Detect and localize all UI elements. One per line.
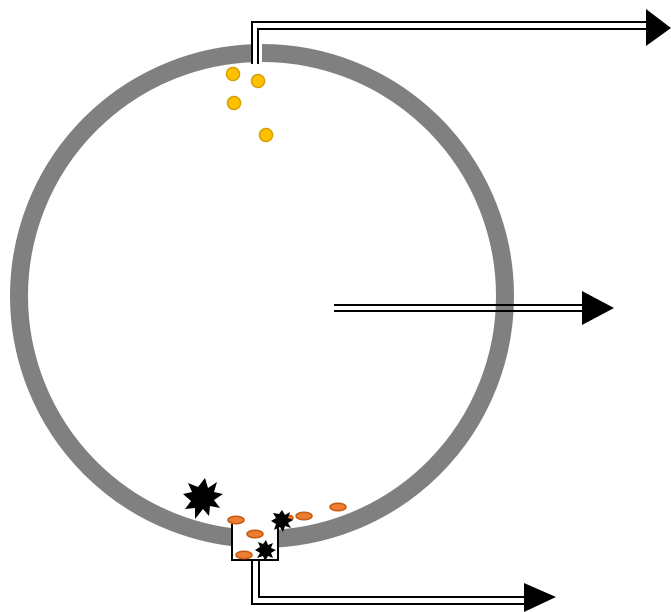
burst-large <box>183 478 223 519</box>
orange-particle <box>246 529 264 539</box>
yellow-particle <box>225 66 241 82</box>
burst-small <box>255 540 276 561</box>
yellow-particle <box>250 73 266 89</box>
yellow-particle <box>258 127 274 143</box>
arrow-top-outer-line <box>251 21 655 64</box>
arrow-bottom-outer-line <box>251 560 530 605</box>
arrow-bottom-inner-line <box>258 560 530 598</box>
arrow-middle-head <box>582 291 614 325</box>
orange-particle <box>329 502 347 512</box>
burst-shapes <box>183 478 293 561</box>
arrow-bottom <box>251 560 556 612</box>
arrow-middle <box>334 291 614 325</box>
arrow-bottom-head <box>524 583 556 612</box>
orange-particle <box>295 511 313 521</box>
arrow-top <box>251 9 671 64</box>
yellow-particle <box>226 95 242 111</box>
orange-particle <box>227 515 245 525</box>
burst-medium <box>271 510 293 532</box>
orange-particle <box>235 550 253 560</box>
orange-particles <box>227 502 347 560</box>
membrane-ring <box>10 44 514 548</box>
arrow-top-inner-line <box>257 28 655 64</box>
arrow-top-head <box>646 9 671 46</box>
yellow-particles <box>225 66 274 143</box>
membrane-bottom-pocket <box>231 524 279 561</box>
